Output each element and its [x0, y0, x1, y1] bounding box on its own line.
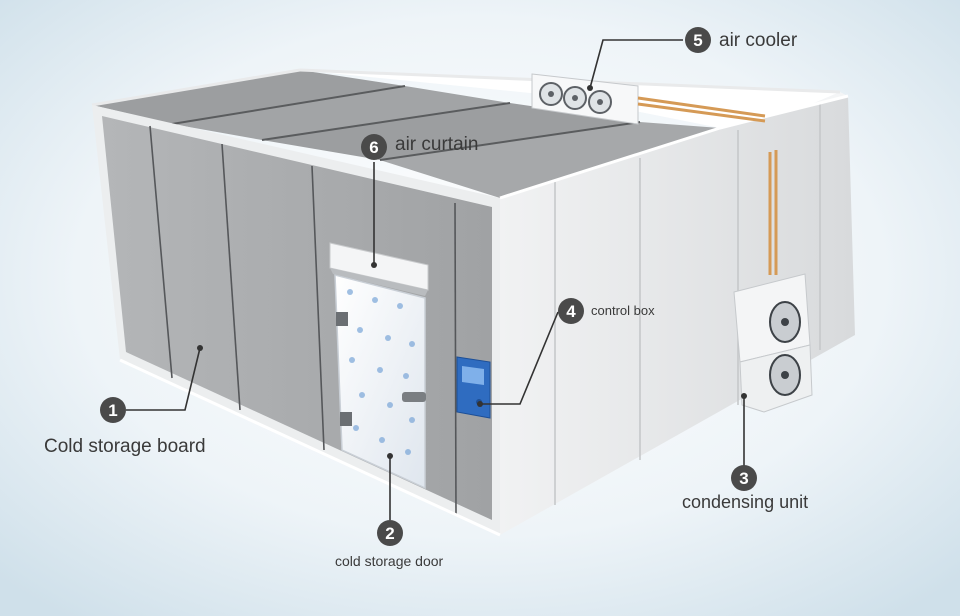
callout-6-label: air curtain: [395, 134, 478, 155]
callout-2-number: 2: [385, 524, 394, 543]
control-box: [457, 357, 490, 418]
callout-3-label: condensing unit: [682, 492, 808, 512]
callout-4-number: 4: [566, 302, 576, 321]
callout-5: 5 air cooler: [685, 27, 798, 53]
callout-4-label: control box: [591, 303, 655, 318]
callout-5-label: air cooler: [719, 30, 798, 51]
callout-3-number: 3: [739, 469, 748, 488]
callout-6-number: 6: [369, 138, 378, 157]
callout-5-number: 5: [693, 31, 702, 50]
callout-1-label: Cold storage board: [44, 436, 206, 457]
callout-2-label: cold storage door: [335, 553, 444, 569]
condensing-unit: [734, 274, 812, 412]
callout-1-number: 1: [108, 401, 117, 420]
